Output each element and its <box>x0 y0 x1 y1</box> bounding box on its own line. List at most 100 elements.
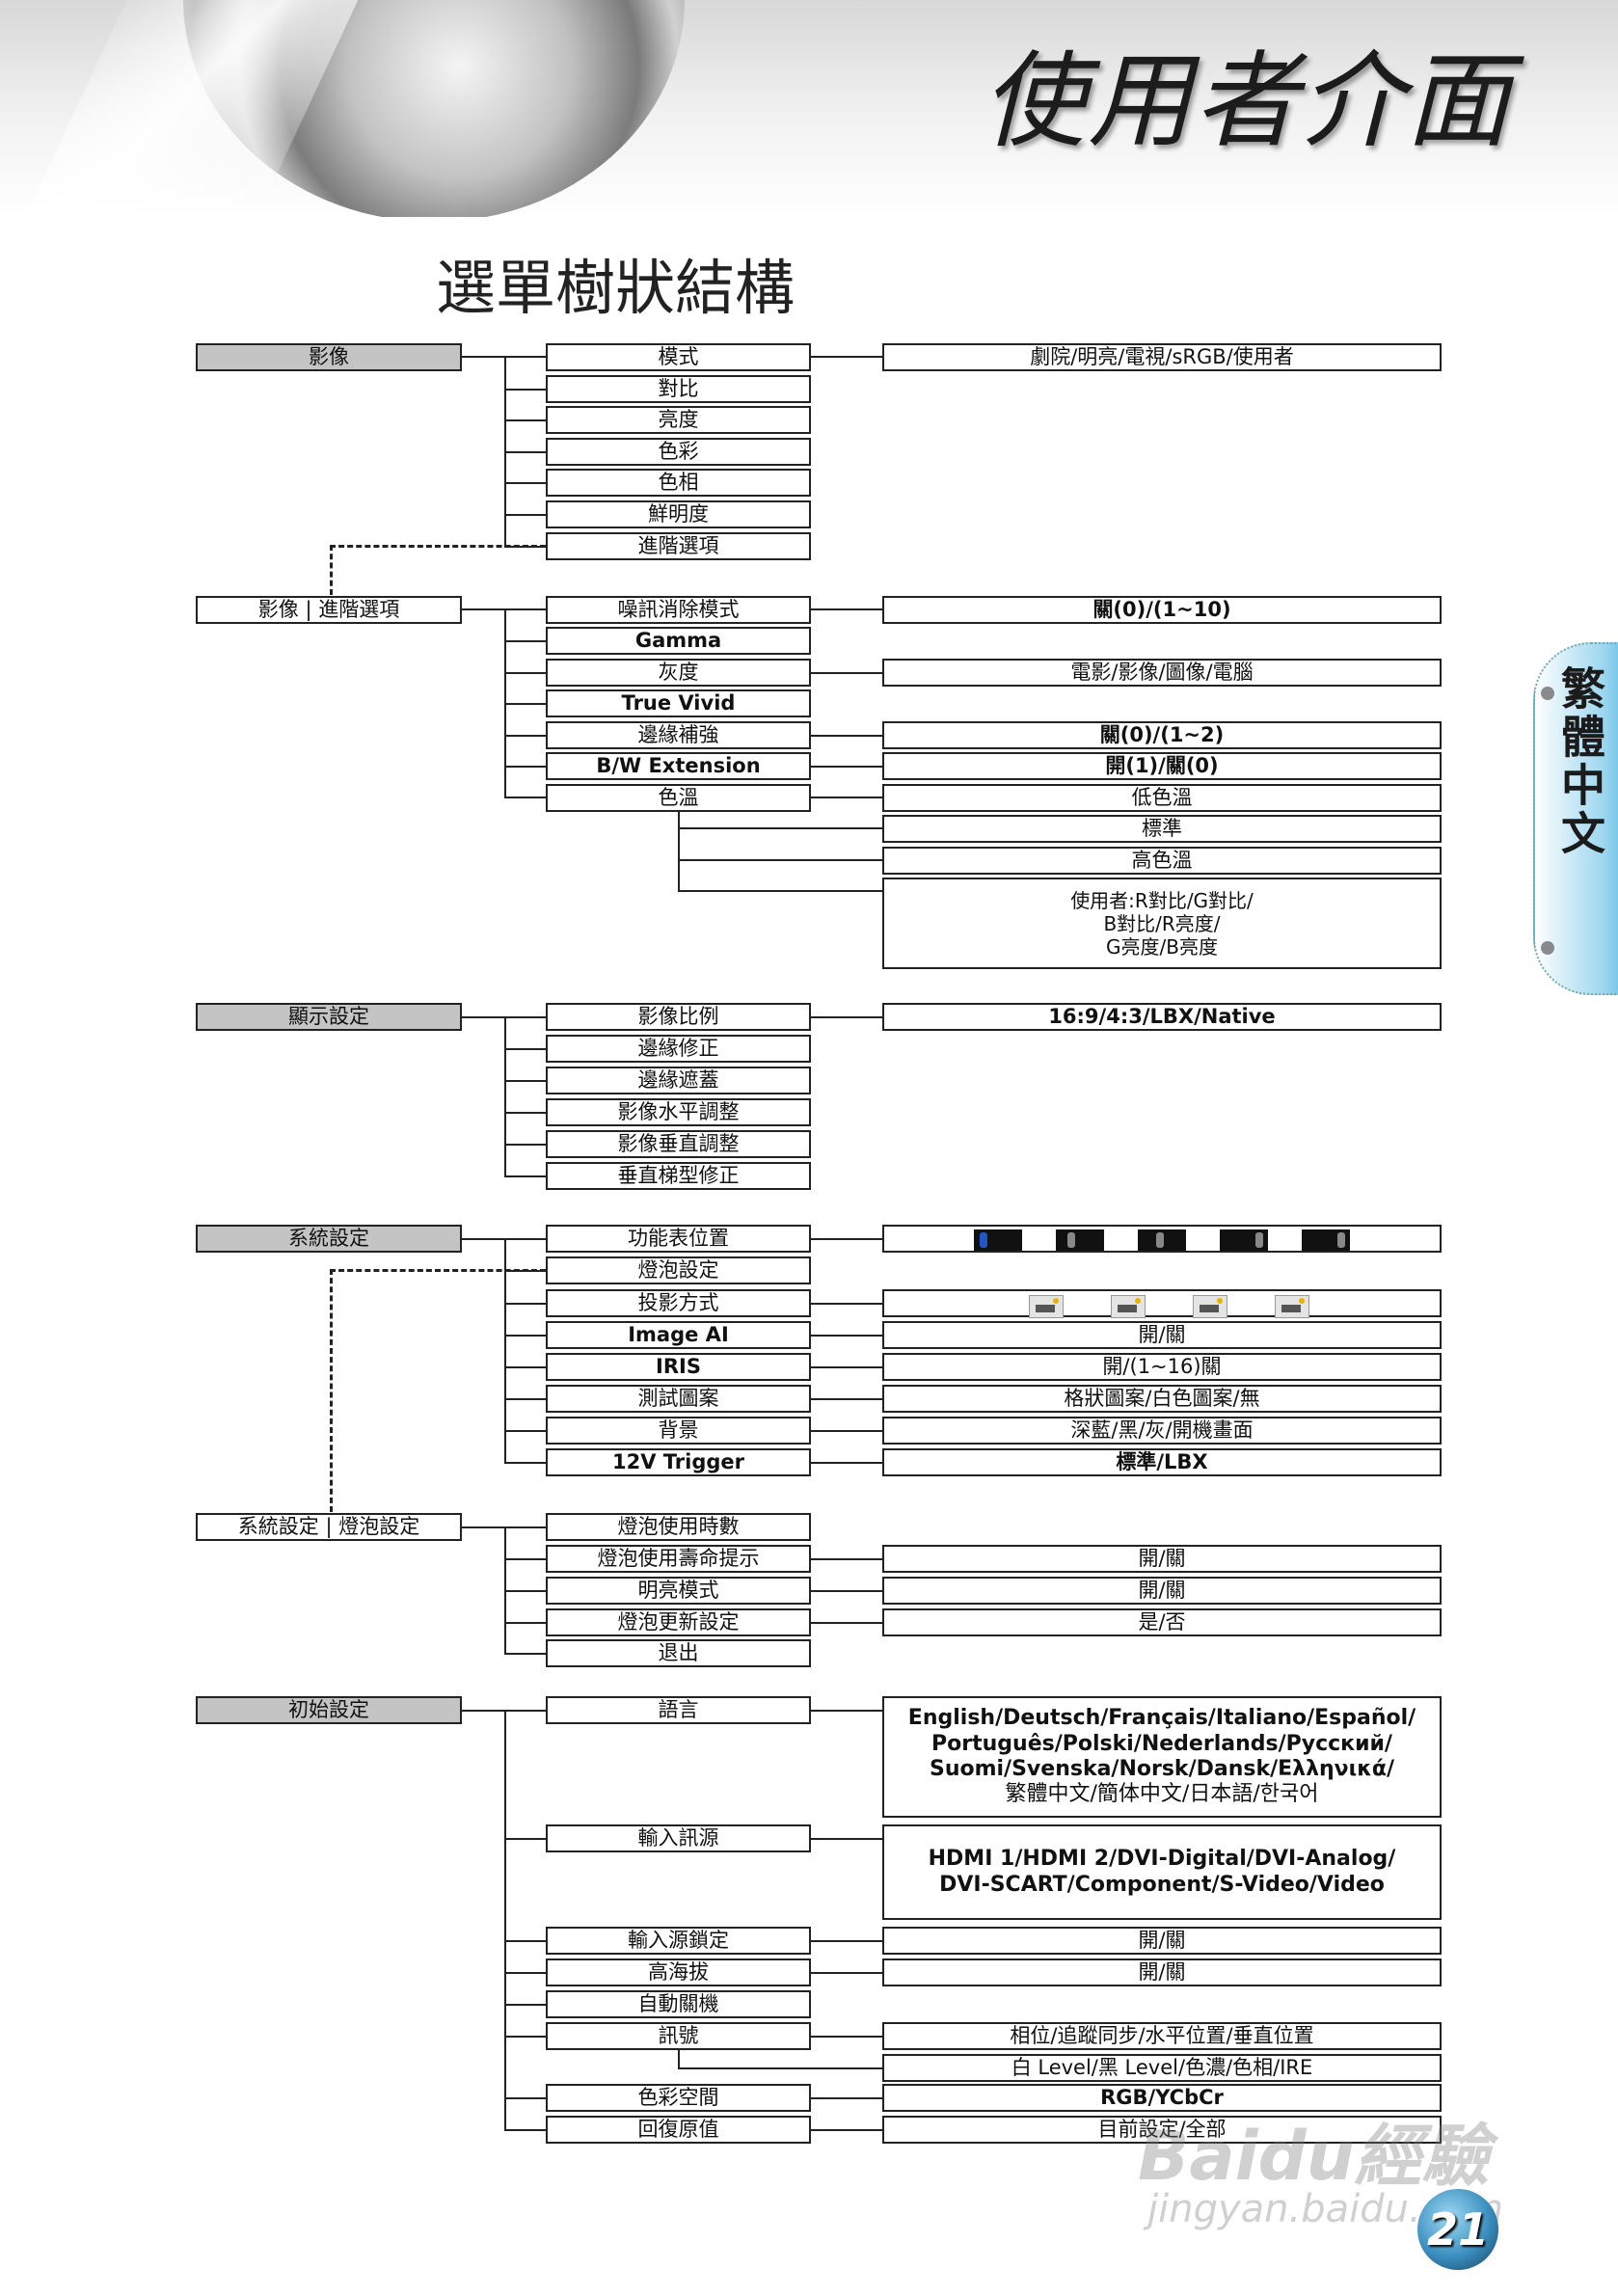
menu-item-contrast: 對比 <box>546 375 811 403</box>
menu-item-grayscale: 灰度 <box>546 659 811 687</box>
menu-item-color-space: 色彩空間 <box>546 2084 811 2112</box>
menu-item-brightness: 亮度 <box>546 406 811 434</box>
user-temp-line-1: 使用者:R對比/G對比/ <box>1070 888 1254 912</box>
menu-item-aspect-ratio: 影像比例 <box>546 1003 811 1031</box>
option-image-ai: 開/關 <box>882 1321 1442 1349</box>
category-system: 系統設定 <box>196 1225 462 1253</box>
menu-item-reset: 回復原值 <box>546 2116 811 2144</box>
menu-item-lamp-reminder: 燈泡使用壽命提示 <box>546 1545 811 1573</box>
option-noise-reduction: 關(0)/(1~10) <box>882 596 1442 624</box>
category-image-advanced: 影像 | 進階選項 <box>196 596 462 624</box>
option-bw-extension: 開(1)/關(0) <box>882 752 1442 780</box>
page-header-title: 使用者介面 <box>981 41 1512 162</box>
option-projection <box>882 1289 1442 1318</box>
menu-item-edge-enhance: 邊緣補強 <box>546 721 811 749</box>
option-edge-enhance: 關(0)/(1~2) <box>882 721 1442 749</box>
option-color-temp-user: 使用者:R對比/G對比/ B對比/R亮度/ G亮度/B亮度 <box>882 878 1442 969</box>
option-iris: 開/(1~16)關 <box>882 1353 1442 1381</box>
option-input-source: HDMI 1/HDMI 2/DVI-Digital/DVI-Analog/ DV… <box>882 1824 1442 1920</box>
user-temp-line-2: B對比/R亮度/ <box>1103 911 1221 935</box>
menu-item-color: 色彩 <box>546 438 811 466</box>
menu-pos-marker-icon <box>980 1232 987 1248</box>
menu-item-edge-cover: 邊緣遮蓋 <box>546 1067 811 1094</box>
menu-item-gamma: Gamma <box>546 627 811 655</box>
menu-pos-marker-icon <box>1255 1232 1263 1248</box>
option-source-lock: 開/關 <box>882 1927 1442 1955</box>
side-tab-label: 繁體中文 <box>1554 665 1606 858</box>
menu-item-lamp-reset: 燈泡更新設定 <box>546 1608 811 1636</box>
option-color-temp-high: 高色溫 <box>882 847 1442 875</box>
menu-item-lamp-hours: 燈泡使用時數 <box>546 1513 811 1541</box>
menu-item-test-pattern: 測試圖案 <box>546 1385 811 1413</box>
menu-item-edge-mask: 邊緣修正 <box>546 1035 811 1063</box>
category-image: 影像 <box>196 343 462 371</box>
menu-item-color-temp: 色溫 <box>546 784 811 812</box>
option-signal-2: 白 Level/黑 Level/色濃/色相/IRE <box>882 2054 1442 2082</box>
menu-item-projection: 投影方式 <box>546 1289 811 1317</box>
source-line-2: DVI-SCART/Component/S-Video/Video <box>939 1872 1385 1897</box>
menu-item-iris: IRIS <box>546 1353 811 1381</box>
option-lamp-reset: 是/否 <box>882 1608 1442 1636</box>
menu-pos-marker-icon <box>1156 1232 1164 1248</box>
menu-item-source-lock: 輸入源鎖定 <box>546 1927 811 1955</box>
menu-item-true-vivid: True Vivid <box>546 689 811 717</box>
menu-item-12v-trigger: 12V Trigger <box>546 1448 811 1476</box>
option-color-temp-low: 低色溫 <box>882 784 1442 812</box>
user-temp-line-3: G亮度/B亮度 <box>1106 934 1218 959</box>
option-color-space: RGB/YCbCr <box>882 2084 1442 2112</box>
language-line-3: Suomi/Svenska/Norsk/Dansk/Ελληνικά/ <box>929 1757 1395 1781</box>
menu-item-v-shift: 影像垂直調整 <box>546 1130 811 1158</box>
option-12v-trigger: 標準/LBX <box>882 1448 1442 1476</box>
header-banner: 使用者介面 <box>0 0 1618 217</box>
language-line-1: English/Deutsch/Français/Italiano/Españo… <box>907 1706 1416 1731</box>
menu-pos-left-icon <box>1056 1229 1104 1251</box>
menu-item-image-ai: Image AI <box>546 1321 811 1349</box>
menu-item-sharpness: 鮮明度 <box>546 500 811 528</box>
menu-pos-marker-icon <box>1067 1232 1075 1248</box>
option-reset: 目前設定/全部 <box>882 2116 1442 2144</box>
page-number: 21 <box>1417 2189 1498 2270</box>
menu-item-advanced: 進階選項 <box>546 532 811 560</box>
option-signal-1: 相位/追蹤同步/水平位置/垂直位置 <box>882 2022 1442 2050</box>
menu-item-bright-mode: 明亮模式 <box>546 1577 811 1605</box>
menu-item-exit: 退出 <box>546 1639 811 1667</box>
menu-item-background: 背景 <box>546 1417 811 1445</box>
menu-item-auto-power-off: 自動關機 <box>546 1990 811 2018</box>
menu-item-menu-location: 功能表位置 <box>546 1225 811 1253</box>
language-line-2: Português/Polski/Nederlands/Русский/ <box>931 1731 1392 1756</box>
category-display: 顯示設定 <box>196 1003 462 1031</box>
option-aspect-ratio: 16:9/4:3/LBX/Native <box>882 1003 1442 1031</box>
option-color-temp-standard: 標準 <box>882 815 1442 843</box>
option-high-altitude: 開/關 <box>882 1958 1442 1986</box>
option-background: 深藍/黑/灰/開機畫面 <box>882 1417 1442 1445</box>
option-test-pattern: 格狀圖案/白色圖案/無 <box>882 1385 1442 1413</box>
category-lamp-settings: 系統設定 | 燈泡設定 <box>196 1513 462 1541</box>
menu-item-lamp-settings: 燈泡設定 <box>546 1256 811 1284</box>
menu-item-signal: 訊號 <box>546 2022 811 2050</box>
option-grayscale: 電影/影像/圖像/電腦 <box>882 659 1442 687</box>
menu-item-keystone: 垂直梯型修正 <box>546 1162 811 1190</box>
menu-item-high-altitude: 高海拔 <box>546 1958 811 1986</box>
source-line-1: HDMI 1/HDMI 2/DVI-Digital/DVI-Analog/ <box>928 1847 1396 1872</box>
projector-front-ceiling-icon <box>1193 1295 1227 1318</box>
projector-rear-desk-icon <box>1111 1295 1146 1318</box>
menu-item-tint: 色相 <box>546 469 811 497</box>
tab-dot-icon <box>1541 687 1554 700</box>
watermark-brand: Baidu經驗 <box>1138 2117 1490 2196</box>
menu-item-h-shift: 影像水平調整 <box>546 1098 811 1126</box>
menu-pos-marker-icon <box>1337 1232 1345 1248</box>
option-lamp-reminder: 開/關 <box>882 1545 1442 1573</box>
section-title: 選單樹狀結構 <box>436 253 796 323</box>
option-menu-location <box>882 1225 1442 1253</box>
language-side-tab <box>1533 642 1618 995</box>
tab-dot-icon <box>1541 941 1554 955</box>
option-language: English/Deutsch/Français/Italiano/Españo… <box>882 1696 1442 1818</box>
projector-rear-ceiling-icon <box>1275 1295 1309 1318</box>
menu-item-mode: 模式 <box>546 343 811 371</box>
menu-item-input-source: 輸入訊源 <box>546 1824 811 1852</box>
menu-item-language: 語言 <box>546 1696 811 1724</box>
category-setup: 初始設定 <box>196 1696 462 1724</box>
language-line-4: 繁體中文/簡体中文/日本語/한국어 <box>1005 1782 1319 1807</box>
option-mode: 劇院/明亮/電視/sRGB/使用者 <box>882 343 1442 371</box>
projector-front-desk-icon <box>1029 1295 1064 1318</box>
